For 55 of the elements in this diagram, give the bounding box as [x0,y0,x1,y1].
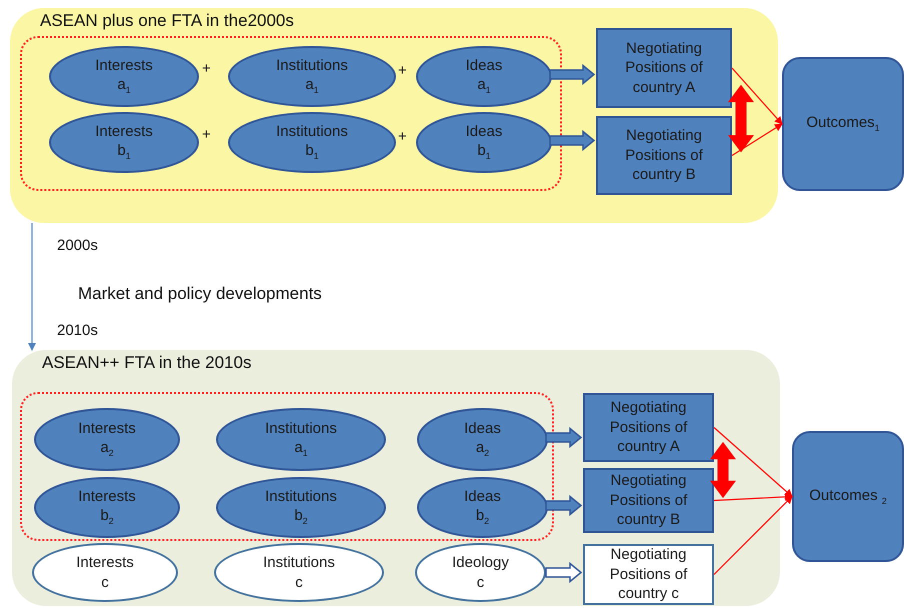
annotation-text: Market and policy developments [78,284,322,304]
node-text: Outcomes $_{2}$ [809,486,887,508]
arrow [28,223,36,351]
outcome-box [792,431,904,562]
node-text: Negotiating Positions of country B [608,471,688,530]
arrow [714,492,793,502]
plus-sign: + [202,126,211,143]
node-text: Negotiating Positions of country c [608,545,688,604]
node-text: Interests c [76,553,134,592]
node-text: Ideas b$_{1}$ [466,122,502,164]
node-text: Institutions b$_{1}$ [276,122,348,164]
process-box [583,544,714,605]
node-text: Ideas b$_{2}$ [464,486,501,528]
block-arrow [545,562,582,584]
node-text: Institutions b$_{2}$ [265,486,337,528]
annotation-text: 2010s [57,322,98,339]
block-arrow [549,130,596,152]
panel-title: ASEAN plus one FTA in the2000s [40,11,294,31]
panel-background [10,8,778,223]
process-box [583,393,714,462]
block-arrow [728,84,754,152]
arrow [732,68,783,125]
process-box [596,28,732,108]
plus-sign: + [398,62,407,79]
block-arrow [549,64,596,86]
arrow [714,496,793,575]
node-text: Interests b$_{2}$ [78,486,136,528]
plus-sign: + [202,60,211,77]
node-text: Ideas a$_{2}$ [464,418,501,460]
node-text: Negotiating Positions of country B [624,126,704,185]
node-text: Ideas a$_{1}$ [466,56,502,98]
node-text: Interests a$_{1}$ [95,56,153,98]
block-arrow [710,442,736,498]
annotation-text: 2000s [57,237,98,254]
panel-background [12,350,780,606]
arrow [714,427,793,498]
node-text: Interests a$_{2}$ [78,418,136,460]
panel-title: ASEAN++ FTA in the 2010s [42,353,252,373]
node-text: Negotiating Positions of country A [624,38,704,98]
node-text: Outcomes$_{1}$ [806,113,880,135]
dotted-group [20,392,554,541]
node-text: Interests b$_{1}$ [95,122,153,164]
node-text: Institutions a$_{1}$ [265,418,337,460]
outcome-box [782,57,904,191]
node-text: Institutions a$_{1}$ [276,56,348,98]
arrow [732,123,783,156]
dotted-group [20,36,562,191]
block-arrow [545,426,582,448]
process-box [596,116,732,195]
block-arrow [545,494,582,516]
node-text: Negotiating Positions of country A [608,398,688,457]
node-text: Ideology c [452,553,509,592]
process-box [583,468,714,533]
node-text: Institutions c [263,553,335,592]
plus-sign: + [398,128,407,145]
